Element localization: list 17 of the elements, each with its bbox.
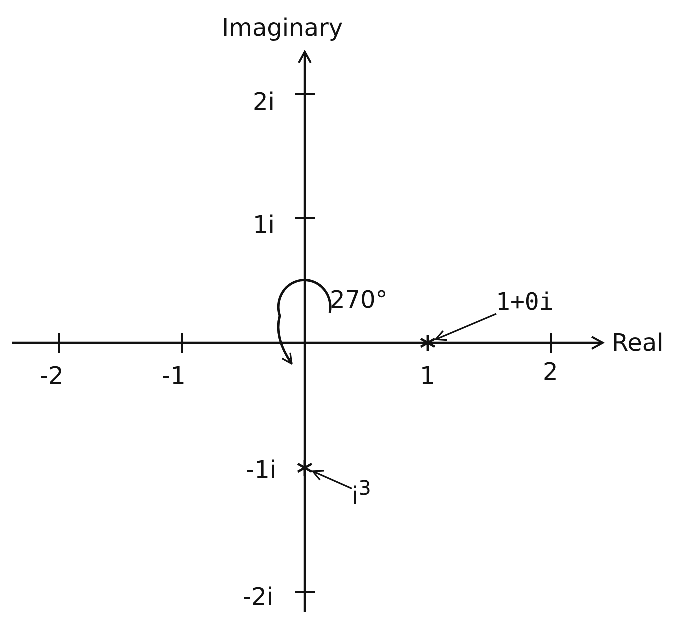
leader-arrow — [312, 470, 352, 490]
leader-arrow — [435, 313, 497, 342]
tick-label: -1 — [162, 364, 186, 388]
point-label: 1+0i — [496, 290, 554, 314]
angle-label: 270° — [330, 288, 388, 312]
point-marker — [297, 460, 313, 476]
tick-label: 1i — [253, 213, 275, 237]
point-label: i$^{3}$ — [352, 478, 372, 508]
tick-label: 2i — [253, 90, 275, 114]
tick-label: -2 — [40, 364, 64, 388]
tick-label: -1i — [246, 458, 277, 482]
tick-label: 1 — [420, 364, 436, 388]
axis-title: Real — [612, 331, 664, 355]
tick-label: -2i — [243, 585, 274, 609]
tick-label: 2 — [543, 360, 558, 384]
point-marker — [420, 335, 436, 351]
axis-title: Imaginary — [222, 16, 344, 40]
